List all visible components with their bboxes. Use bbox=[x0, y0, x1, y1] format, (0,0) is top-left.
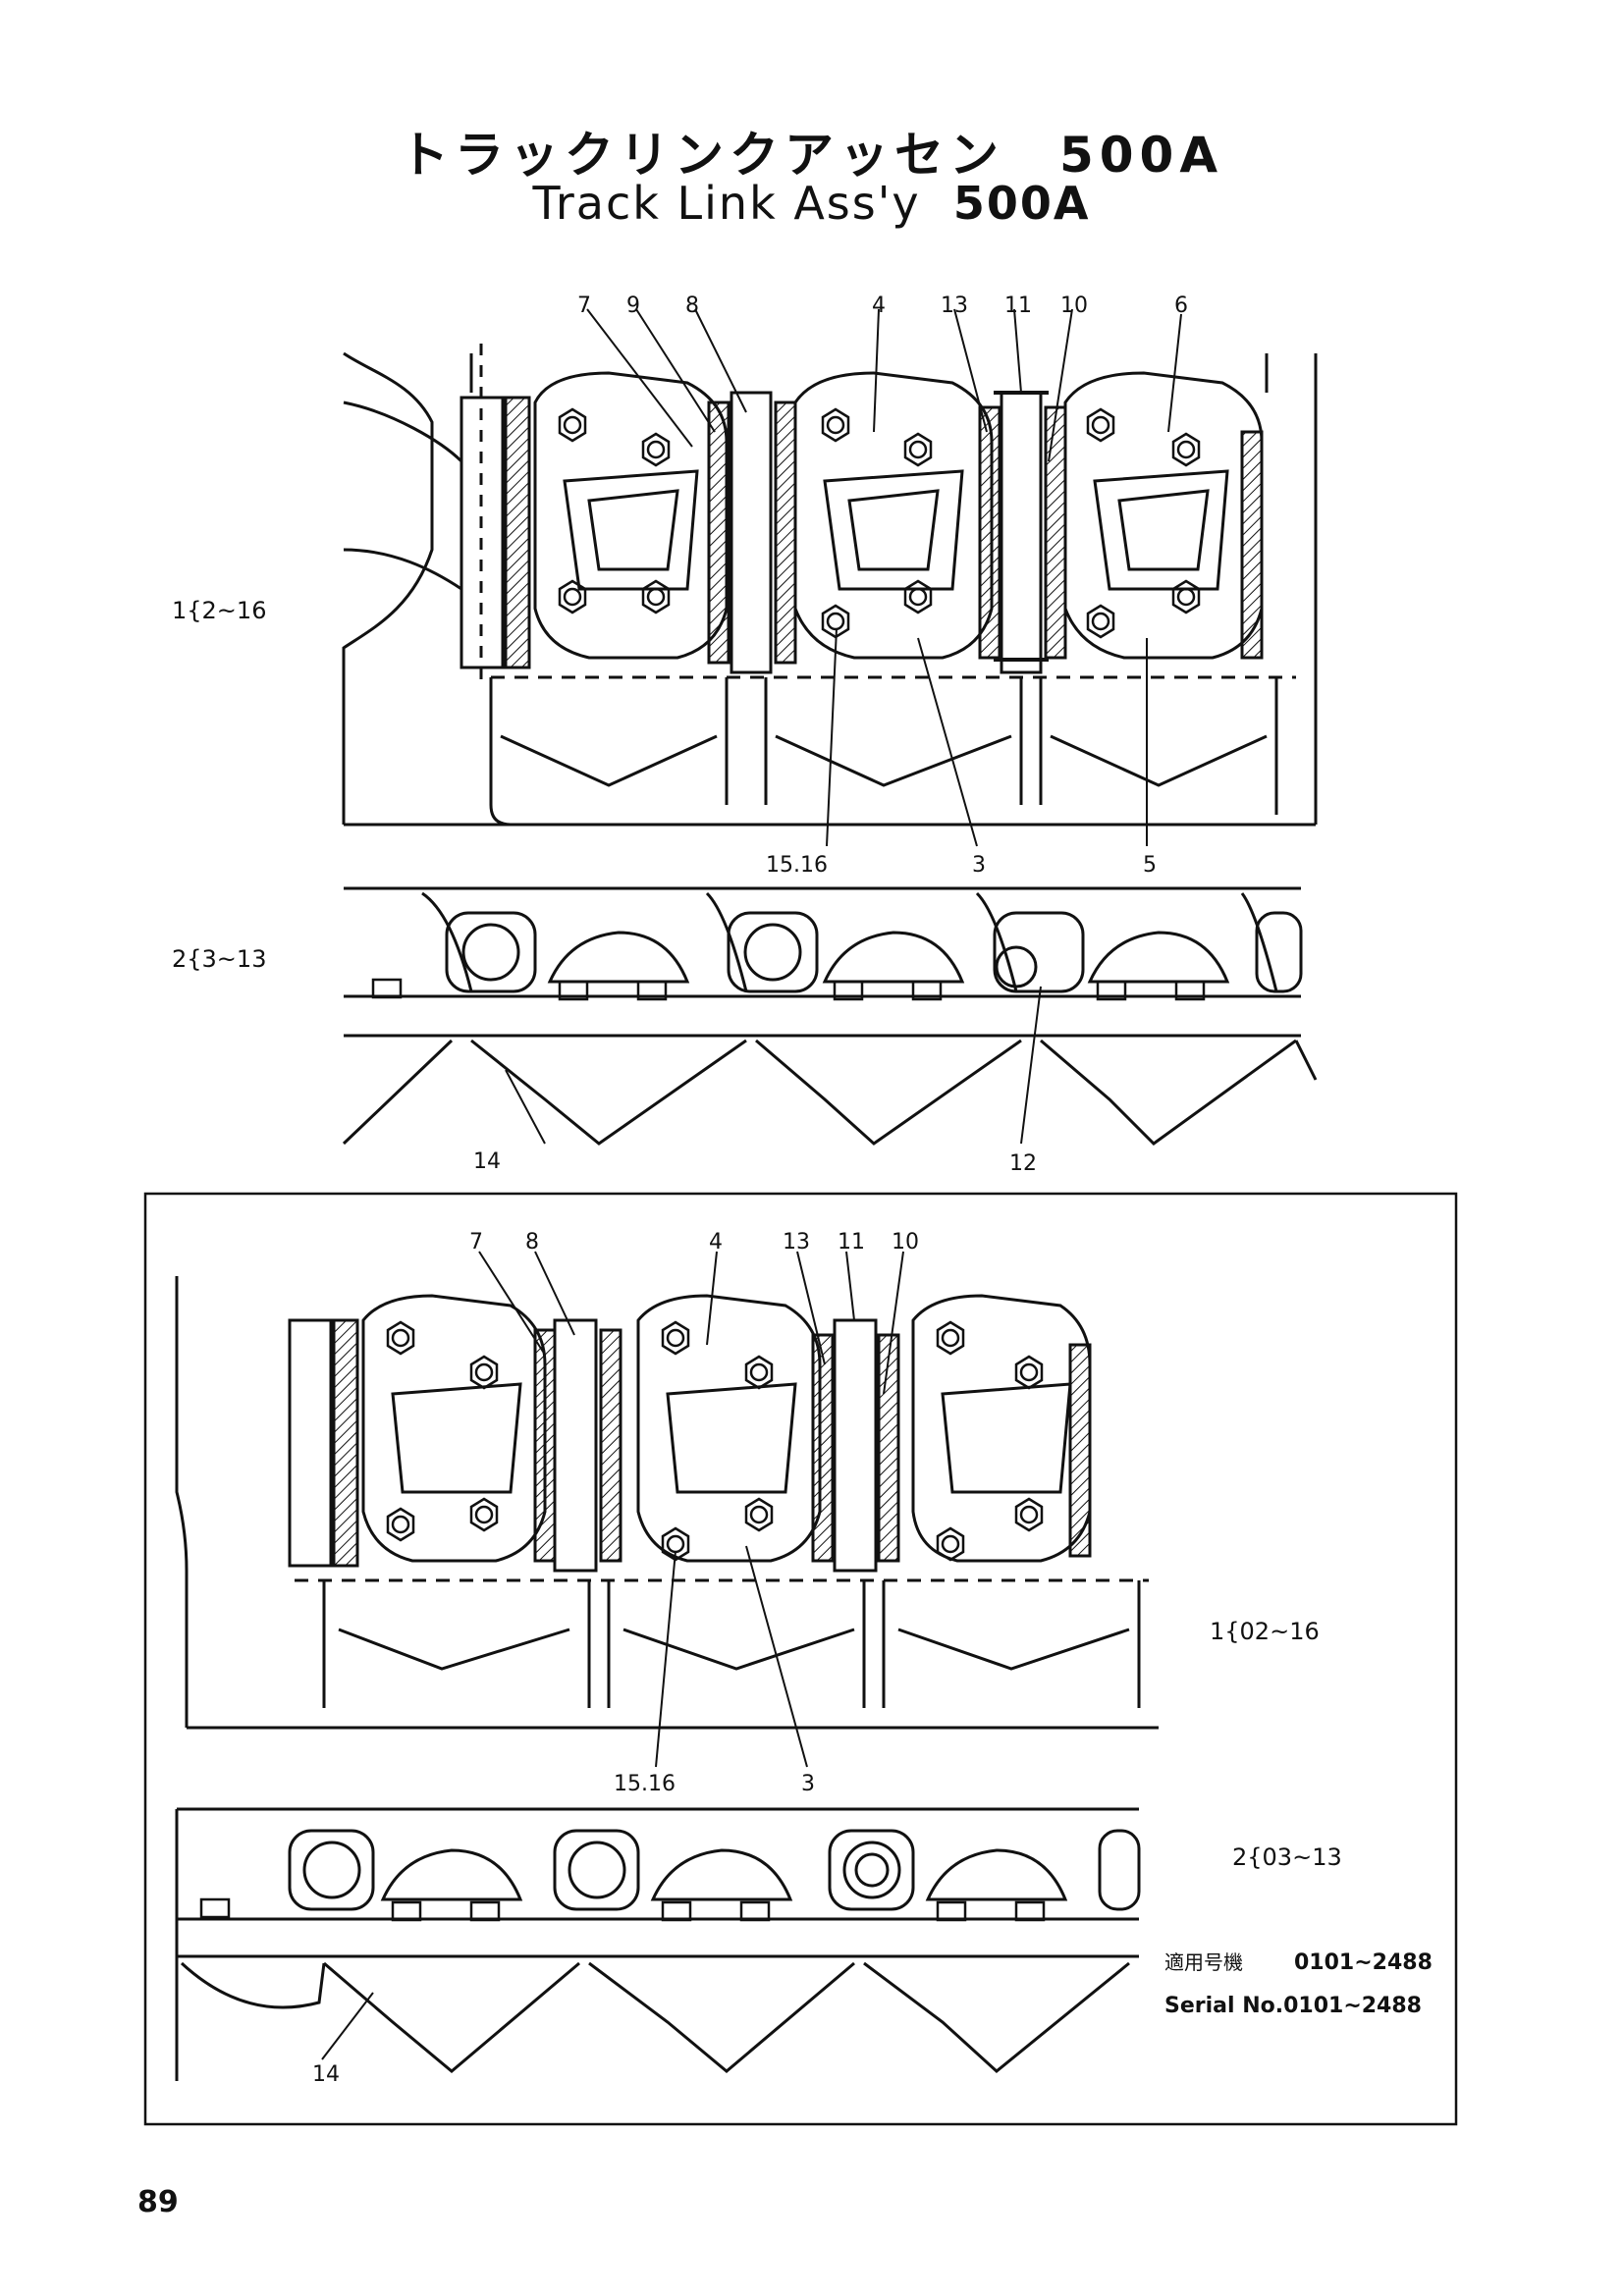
upper-pin-11 bbox=[1000, 391, 1043, 674]
upper-pin-8 bbox=[730, 391, 773, 674]
callout-15-16: 15.16 bbox=[614, 1772, 676, 1796]
callout-12: 12 bbox=[1009, 1151, 1037, 1176]
callout-3: 3 bbox=[801, 1772, 815, 1796]
upper-side-view bbox=[342, 886, 1318, 1146]
upper-plan-view bbox=[342, 308, 1318, 847]
lower-link-3 bbox=[911, 1294, 1092, 1563]
title-english: Track Link Ass'y 500A bbox=[0, 177, 1623, 230]
callout-9: 9 bbox=[626, 294, 640, 318]
serial-jp-range: 0101~2488 bbox=[1294, 1950, 1433, 1975]
lower-link-1 bbox=[361, 1294, 547, 1563]
callout-14: 14 bbox=[312, 2062, 340, 2087]
lower-link-2 bbox=[636, 1294, 822, 1563]
lower-leaders bbox=[478, 1251, 904, 1768]
range-label-1: 1{02~16 bbox=[1210, 1618, 1320, 1645]
callout-13: 13 bbox=[783, 1230, 810, 1255]
upper-bolts bbox=[558, 407, 1201, 639]
callout-14: 14 bbox=[473, 1149, 501, 1174]
callout-8: 8 bbox=[525, 1230, 539, 1255]
callout-7: 7 bbox=[469, 1230, 483, 1255]
upper-side-leaders bbox=[505, 986, 1042, 1145]
lower-plan-view bbox=[175, 1251, 1159, 1768]
callout-8: 8 bbox=[685, 294, 699, 318]
upper-pin-left bbox=[460, 396, 505, 669]
serial-en: Serial No.0101~2488 bbox=[1164, 1994, 1422, 2018]
callout-10: 10 bbox=[1060, 294, 1088, 318]
upper-leaders bbox=[586, 308, 1182, 847]
callout-10: 10 bbox=[892, 1230, 919, 1255]
page-number: 89 bbox=[137, 2185, 179, 2219]
lower-side-view bbox=[175, 1807, 1141, 2081]
callout-13: 13 bbox=[941, 294, 968, 318]
callout-4: 4 bbox=[709, 1230, 723, 1255]
lower-side-nuts bbox=[199, 1897, 1046, 1922]
upper-side-nuts bbox=[371, 978, 1206, 1001]
lower-callouts: 7 8 4 13 11 10 15.16 3 14 1{02~16 2{03~1… bbox=[312, 1230, 1433, 2087]
lower-bolts bbox=[386, 1320, 1044, 1562]
callout-15-16: 15.16 bbox=[766, 853, 828, 878]
callout-7: 7 bbox=[577, 294, 591, 318]
range-label-2: 2{03~13 bbox=[1232, 1843, 1342, 1871]
range-label-2: 2{3~13 bbox=[172, 945, 266, 973]
callout-11: 11 bbox=[1004, 294, 1032, 318]
upper-callouts: 7 9 8 4 13 11 10 6 15.16 3 5 14 12 1{2~1… bbox=[172, 294, 1188, 1176]
callout-6: 6 bbox=[1174, 294, 1188, 318]
lower-frame bbox=[143, 1192, 1458, 2126]
lower-pin-8 bbox=[553, 1318, 598, 1573]
title-english-text: Track Link Ass'y bbox=[532, 177, 921, 230]
callout-11: 11 bbox=[838, 1230, 865, 1255]
lower-pin-11 bbox=[833, 1318, 878, 1573]
callout-5: 5 bbox=[1143, 853, 1157, 878]
lower-pin-left bbox=[288, 1318, 333, 1568]
serial-jp-label: 適用号機 bbox=[1164, 1950, 1243, 1974]
title-english-model: 500A bbox=[952, 177, 1091, 230]
title-japanese: トラックリンクアッセン 500A bbox=[399, 127, 1224, 184]
callout-4: 4 bbox=[872, 294, 886, 318]
callout-3: 3 bbox=[972, 853, 986, 878]
range-label-1: 1{2~16 bbox=[172, 597, 266, 624]
